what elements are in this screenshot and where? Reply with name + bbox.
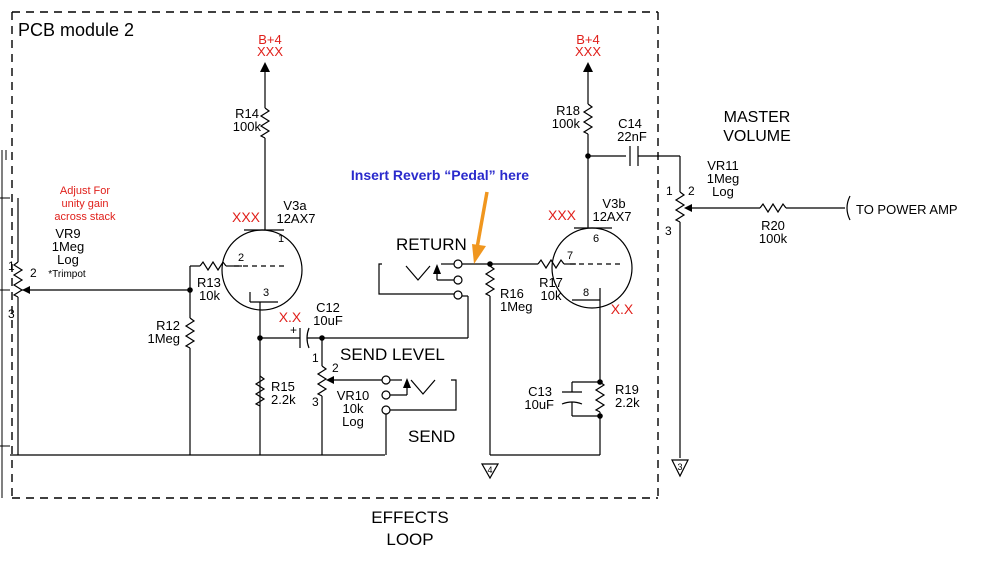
vr10-value: 10k: [343, 401, 364, 416]
r13-ref: R13: [197, 275, 221, 290]
v3b-pin-8: 8: [583, 287, 589, 299]
send-level-label: SEND LEVEL: [340, 345, 445, 364]
vr11-taper: Log: [712, 184, 734, 199]
return-jack: RETURN: [378, 235, 538, 300]
r14-value: 100k: [233, 119, 262, 134]
vr10-ref: VR10: [337, 388, 370, 403]
vr11-ref: VR11: [707, 158, 739, 173]
supply-v3b: [582, 62, 626, 228]
ground-ref-3: [671, 459, 689, 478]
v3b-cathode-voltage: X.X: [611, 301, 634, 317]
ground-ref-4-label: 4: [487, 465, 492, 475]
supply-v3a-voltage: XXX: [257, 44, 283, 59]
vr9-note-line-2: unity gain: [61, 198, 108, 210]
vr9-ref: VR9: [55, 226, 80, 241]
c12-plus: +: [290, 323, 297, 337]
v3b-pin-7: 7: [567, 250, 573, 262]
v3a-pin-2: 2: [238, 252, 244, 264]
send-label: SEND: [408, 427, 455, 446]
vr9-pin-1: 1: [8, 259, 15, 273]
insert-note: Insert Reverb “Pedal” here: [351, 167, 529, 183]
r18-value: 100k: [552, 116, 581, 131]
vr11-pin-2: 2: [688, 184, 695, 198]
vr9-note-line-1: Adjust For: [60, 185, 110, 197]
vr10-pin-1: 1: [312, 351, 319, 365]
supply-v3b-voltage: XXX: [575, 44, 601, 59]
r14-ref: R14: [235, 106, 259, 121]
supply-v3a: [259, 62, 271, 230]
r15-resistor: [254, 375, 266, 407]
r15-value: 2.2k: [271, 392, 296, 407]
v3a-type: 12AX7: [276, 211, 315, 226]
vr9-trimpot: [12, 198, 190, 455]
supply-v3a-label: B+4: [258, 32, 282, 47]
v3a-pin-3: 3: [263, 287, 269, 299]
vr9-taper: Log: [57, 252, 79, 267]
vr9-pin-3: 3: [8, 307, 15, 321]
v3a-pin-1: 1: [278, 233, 284, 245]
c14-value: 22nF: [617, 129, 647, 144]
r16-value: 1Meg: [500, 299, 533, 314]
vr11-pot: [674, 191, 851, 458]
r17-value: 10k: [541, 288, 562, 303]
vr9-pin-2: 2: [30, 266, 37, 280]
c13-value: 10uF: [524, 397, 554, 412]
v3b-tube: [551, 227, 633, 382]
v3a-ref: V3a: [283, 198, 307, 213]
output-label: TO POWER AMP: [856, 202, 958, 217]
r20-ref: R20: [761, 218, 785, 233]
section-label-line-1: EFFECTS: [371, 508, 448, 527]
v3b-type: 12AX7: [592, 209, 631, 224]
vr9-extra: *Trimpot: [48, 269, 86, 280]
master-volume-line-2: VOLUME: [723, 128, 791, 145]
r16-ref: R16: [500, 286, 524, 301]
r12-ref: R12: [156, 318, 180, 333]
r13-value: 10k: [199, 288, 220, 303]
master-volume-line-1: MASTER: [724, 109, 791, 126]
v3a-voltage: XXX: [232, 209, 261, 225]
module-boundary: [11, 11, 659, 499]
r19-ref: R19: [615, 382, 639, 397]
r16-resistor: [462, 265, 496, 455]
insert-arrow: [472, 191, 489, 264]
r20-value: 100k: [759, 231, 788, 246]
module-title: PCB module 2: [18, 20, 134, 40]
c13-r19-network: [490, 379, 606, 456]
vr11-pin-3: 3: [665, 224, 672, 238]
vr10-pot: [316, 338, 382, 455]
v3a-tube: [221, 229, 303, 455]
ground-ref-3-label: 3: [677, 462, 682, 472]
left-edge-traces: [0, 150, 10, 498]
section-label-line-2: LOOP: [386, 530, 433, 549]
c14-capacitor: [629, 146, 681, 192]
vr11-pin-1: 1: [666, 184, 673, 198]
c12-ref: C12: [316, 300, 340, 315]
vr10-pin-2: 2: [332, 361, 339, 375]
vr9-value: 1Meg: [52, 239, 85, 254]
r17-ref: R17: [539, 275, 563, 290]
v3b-ref: V3b: [602, 196, 625, 211]
v3b-voltage: XXX: [548, 207, 577, 223]
vr9-note-line-3: across stack: [54, 211, 116, 223]
return-label: RETURN: [396, 235, 467, 254]
c12-value: 10uF: [313, 313, 343, 328]
vr10-pin-3: 3: [312, 395, 319, 409]
r12-value: 1Meg: [147, 331, 180, 346]
r15-ref: R15: [271, 379, 295, 394]
r18-ref: R18: [556, 103, 580, 118]
r19-value: 2.2k: [615, 395, 640, 410]
vr10-taper: Log: [342, 414, 364, 429]
send-jack: [381, 375, 457, 455]
supply-v3b-label: B+4: [576, 32, 600, 47]
v3a-cathode-voltage: X.X: [279, 309, 302, 325]
c14-ref: C14: [618, 116, 642, 131]
v3b-pin-6: 6: [593, 233, 599, 245]
vr11-value: 1Meg: [707, 171, 740, 186]
c13-ref: C13: [528, 384, 552, 399]
ground-ref-4: [480, 463, 500, 480]
